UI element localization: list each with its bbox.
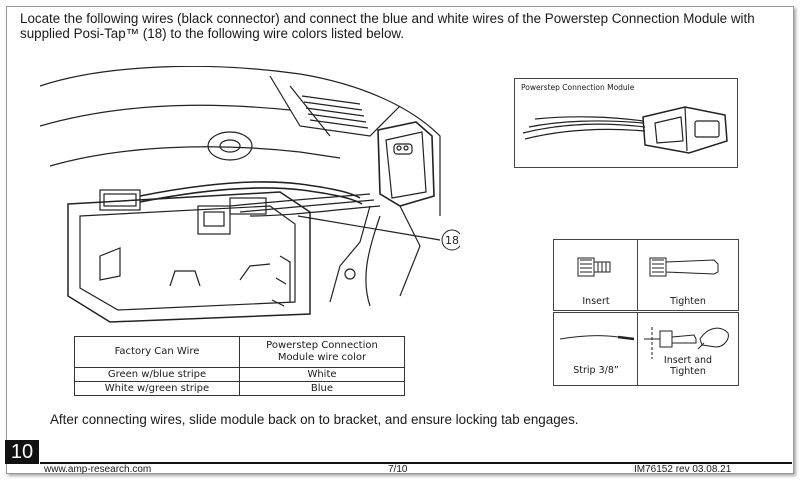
step-number-badge: 10 xyxy=(5,440,39,464)
step-strip: Strip 3/8” xyxy=(553,312,639,386)
step-tighten-label: Tighten xyxy=(670,296,706,307)
table-row: Green w/blue stripe White xyxy=(74,367,405,382)
table-header-module: Powerstep Connection Module wire color xyxy=(239,336,405,368)
posi-tap-steps: Insert Tighten Strip 3/8” xyxy=(553,239,739,386)
page-frame xyxy=(6,6,794,474)
footer-page-number: 7/10 xyxy=(388,464,408,475)
insert-tighten-icon xyxy=(644,327,729,359)
vehicle-wiring-illustration: 18 xyxy=(40,66,460,323)
footer-website: www.amp-research.com xyxy=(44,464,152,475)
step-insert: Insert xyxy=(553,239,639,311)
footer-doc-revision: IM76152 rev 03.08.21 xyxy=(634,464,732,475)
table-row: White w/green stripe Blue xyxy=(74,381,405,396)
footer-divider xyxy=(40,462,792,464)
tighten-icon xyxy=(649,257,719,277)
connector-plug-icon xyxy=(522,106,728,154)
step-insert-and-label: Insert and xyxy=(663,355,713,366)
module-panel: Powerstep Connection Module xyxy=(514,78,738,168)
after-instructions: After connecting wires, slide module bac… xyxy=(50,412,579,427)
table-header-row: Factory Can Wire Powerstep Connection Mo… xyxy=(74,336,405,368)
module-panel-title: Powerstep Connection Module xyxy=(521,83,635,92)
wire-color-table: Factory Can Wire Powerstep Connection Mo… xyxy=(74,336,405,396)
table-cell: White xyxy=(239,367,405,382)
step-insert-label: Insert xyxy=(582,296,610,307)
table-cell: White w/green stripe xyxy=(74,381,240,396)
table-cell: Green w/blue stripe xyxy=(74,367,240,382)
step-insert-tighten: Insert and Tighten xyxy=(637,312,739,386)
table-cell: Blue xyxy=(239,381,405,396)
callout-number: 18 xyxy=(445,234,459,247)
table-header-module-line2: Module wire color xyxy=(277,352,367,363)
step-strip-label: Strip 3/8” xyxy=(573,365,619,376)
wire-strip-icon xyxy=(559,335,635,341)
step-insert-tighten-label: Tighten xyxy=(670,366,706,377)
intro-text: Locate the following wires (black connec… xyxy=(20,11,755,41)
table-header-factory: Factory Can Wire xyxy=(74,336,240,368)
table-header-module-line1: Powerstep Connection xyxy=(266,340,378,351)
step-tighten: Tighten xyxy=(637,239,739,311)
insert-icon xyxy=(577,257,611,277)
